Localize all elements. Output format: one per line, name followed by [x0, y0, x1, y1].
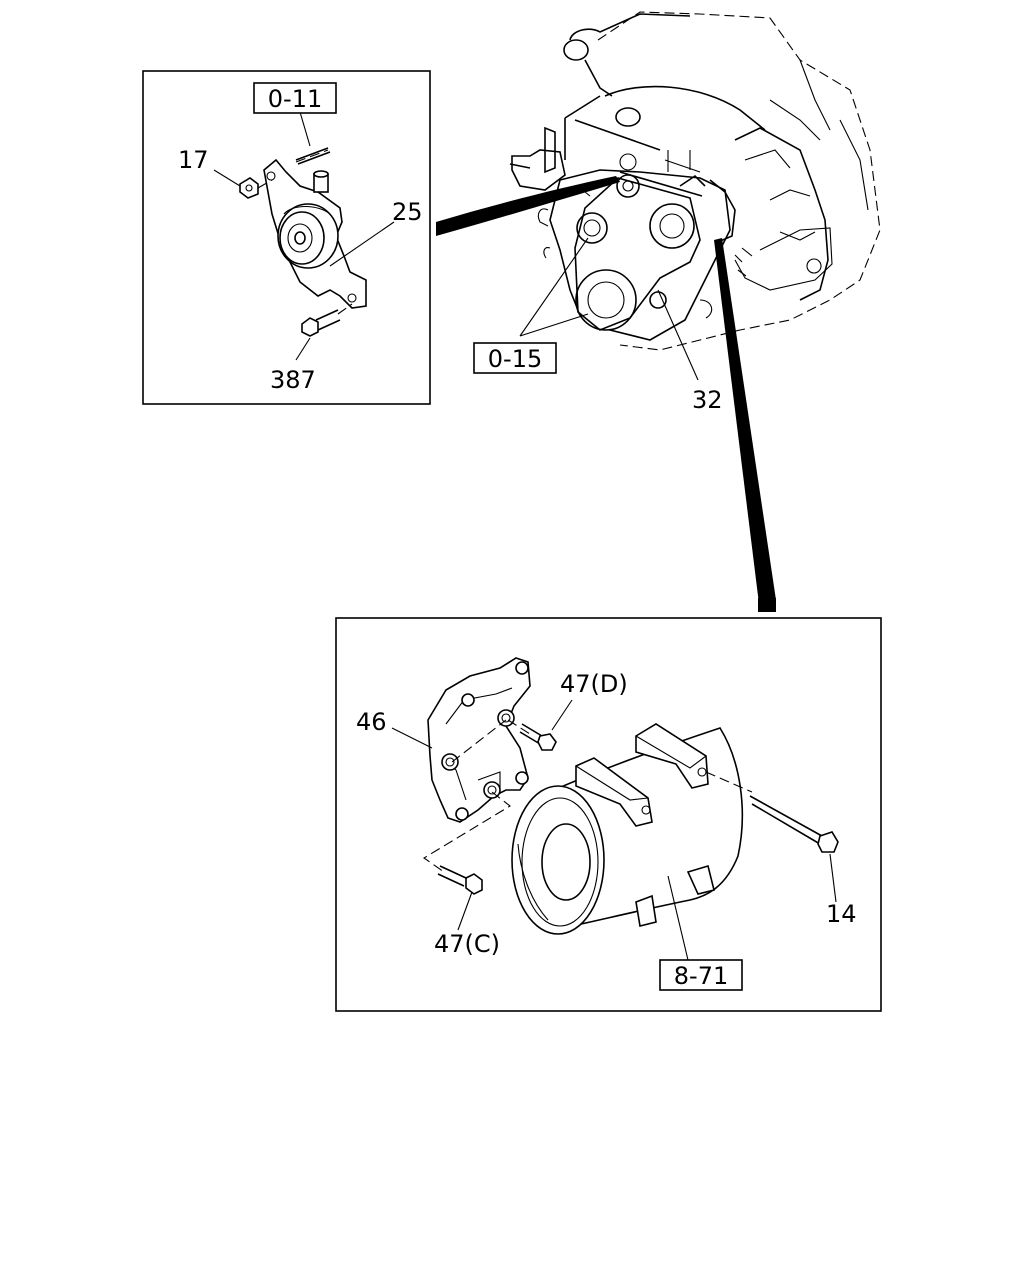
ref-0-11-text: 0-11: [268, 85, 322, 113]
engine-illustration: [509, 11, 881, 351]
part-label-32: 32: [692, 386, 723, 414]
part-label-47d: 47(D): [560, 670, 628, 698]
part-label-387: 387: [270, 366, 316, 394]
idler-pulley-inset: [142, 70, 431, 405]
lead-wedge-compressor: [714, 238, 776, 612]
lead-wedge-idler: [436, 176, 620, 236]
ref-0-15-text: 0-15: [488, 345, 542, 373]
label-ref-0-11: 0-11: [253, 82, 337, 114]
part-label-47c: 47(C): [434, 930, 500, 958]
label-ref-0-15: 0-15: [473, 342, 557, 374]
label-ref-8-71: 8-71: [659, 959, 743, 991]
compressor-inset: [335, 617, 882, 1012]
part-label-46: 46: [356, 708, 387, 736]
ref-8-71-text: 8-71: [674, 962, 728, 990]
part-label-14: 14: [826, 900, 857, 928]
part-label-25: 25: [392, 198, 423, 226]
part-label-17: 17: [178, 146, 209, 174]
